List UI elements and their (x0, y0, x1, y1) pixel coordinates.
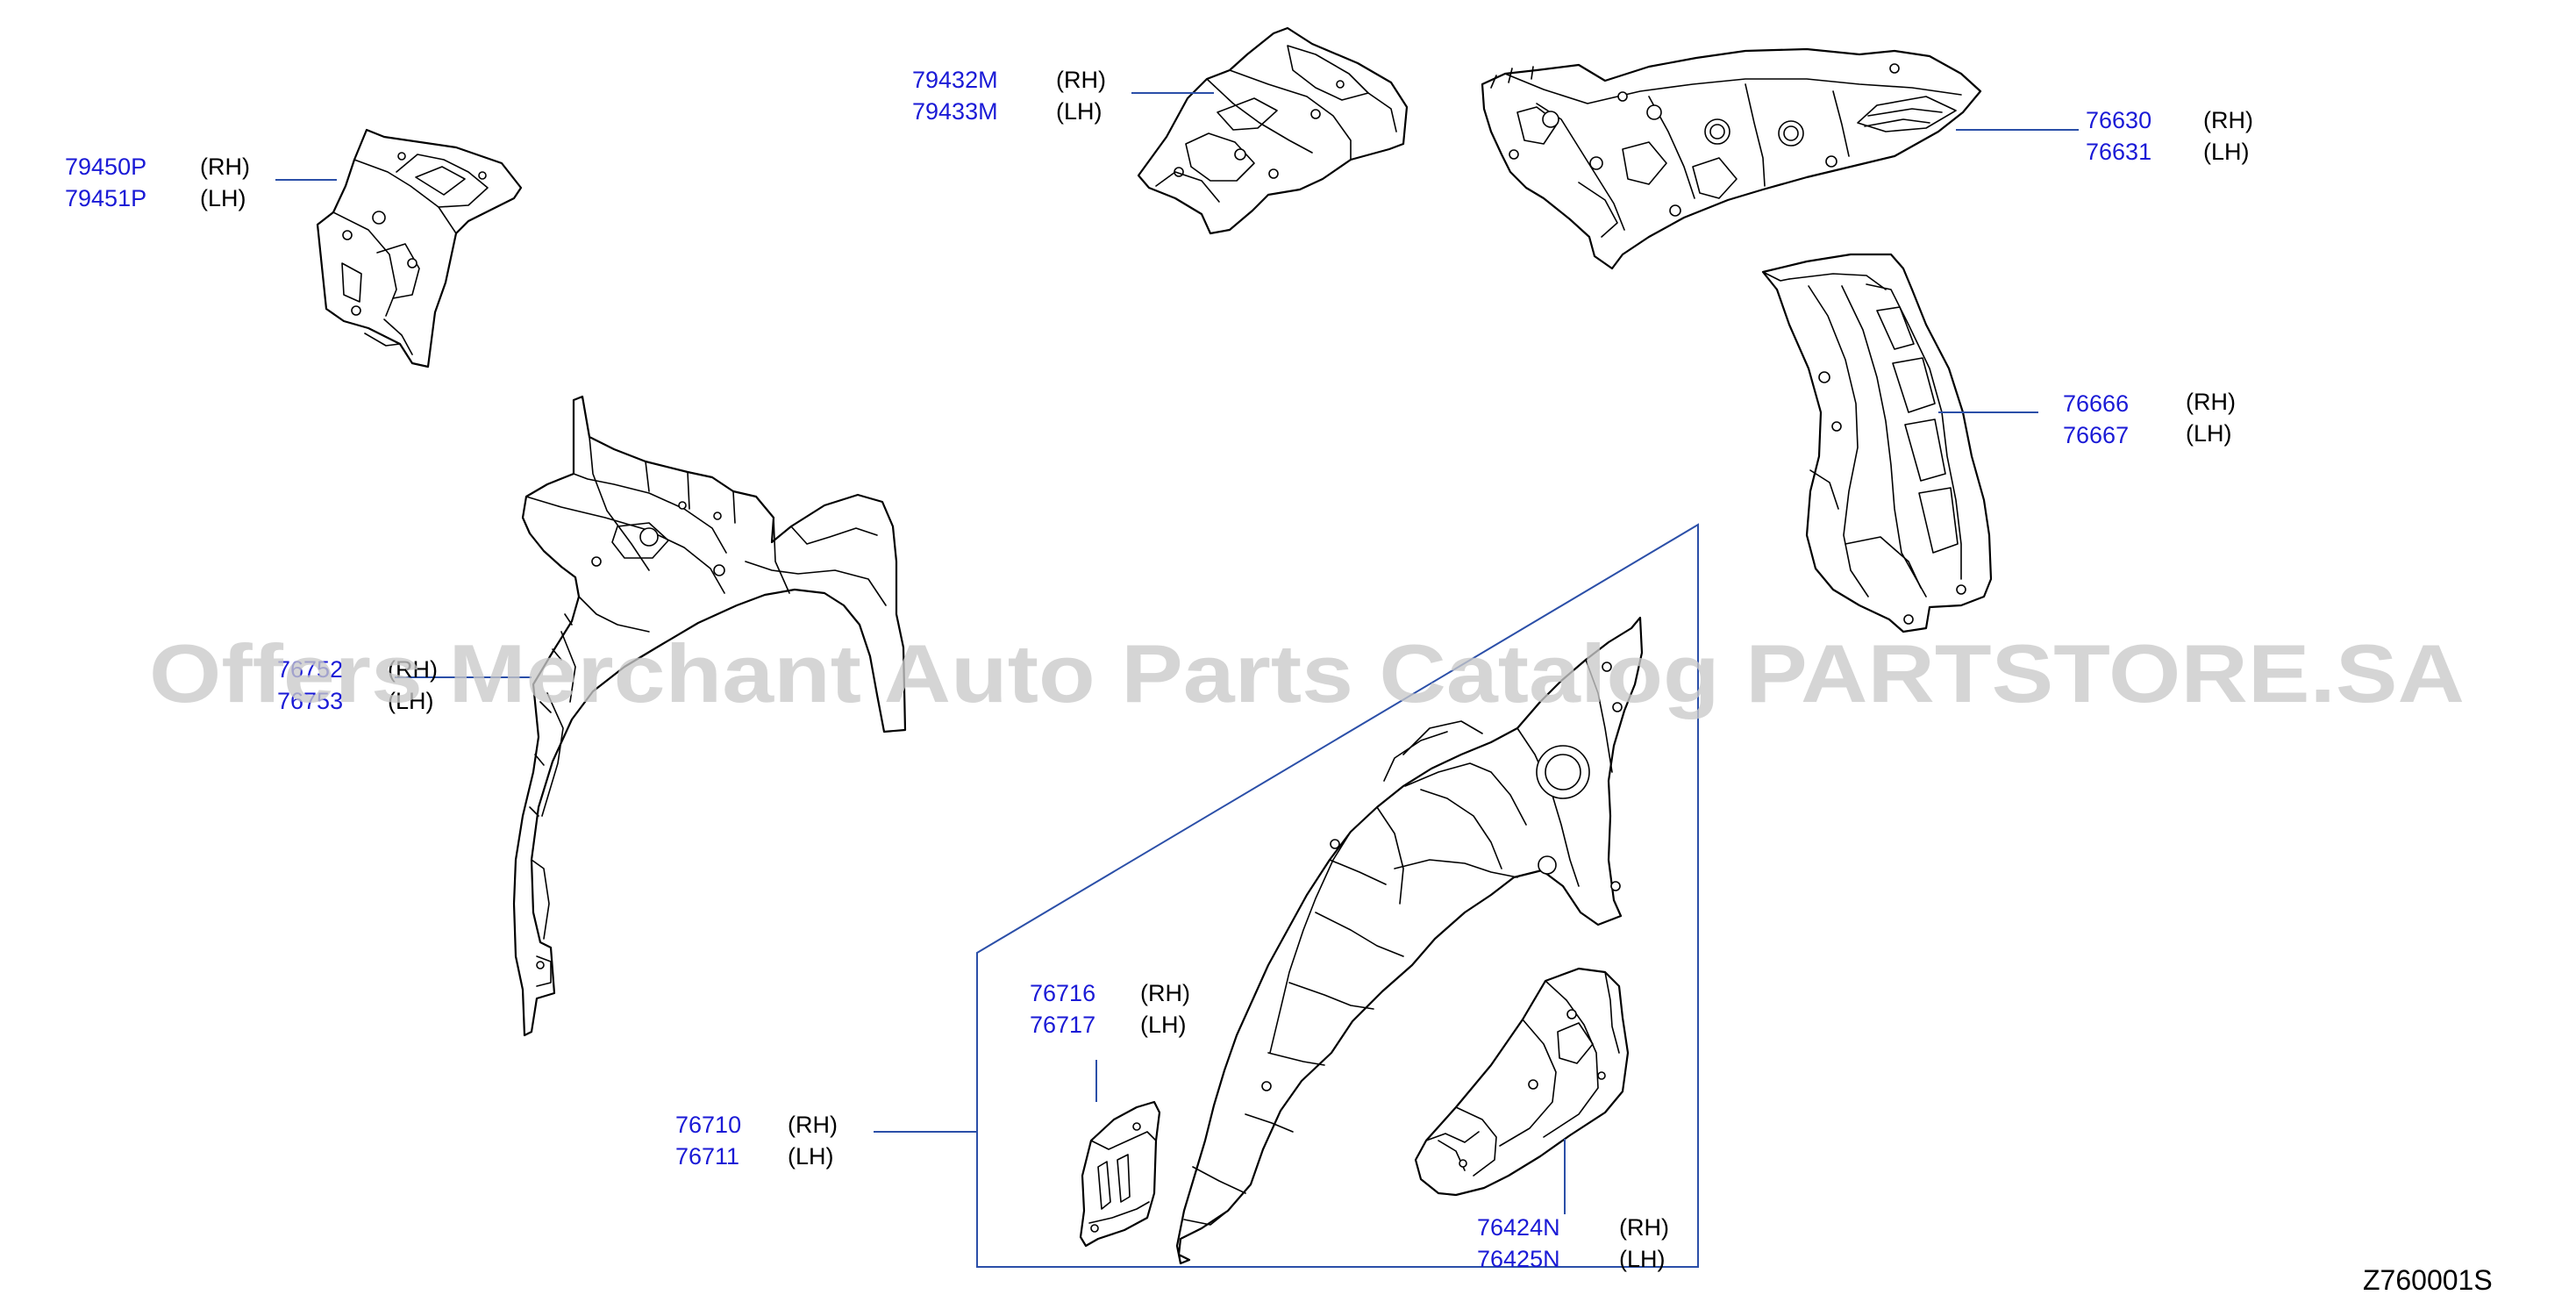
bracket-79432m-illustration[interactable] (1137, 26, 1409, 235)
panel-76630-illustration[interactable] (1481, 47, 1982, 270)
watermark-text: Offers Merchant Auto Parts Catalog PARTS… (149, 627, 2465, 719)
part-number-79432m[interactable]: 79432M (912, 67, 998, 93)
side-rh-79432m: (RH) (1056, 67, 1106, 93)
side-lh-76425n: (LH) (1619, 1246, 1666, 1272)
side-lh-76717: (LH) (1140, 1012, 1187, 1038)
side-rh-76710: (RH) (788, 1112, 838, 1138)
wheelhouse-inner-76752-illustration[interactable] (512, 395, 907, 1037)
side-rh-76716: (RH) (1140, 980, 1190, 1006)
part-number-76711[interactable]: 76711 (675, 1143, 739, 1170)
part-number-76631[interactable]: 76631 (2086, 139, 2151, 165)
support-76424n-illustration[interactable] (1414, 967, 1630, 1197)
side-lh-79433m: (LH) (1056, 98, 1102, 125)
part-number-76752[interactable]: 76752 (277, 656, 343, 683)
pillar-76666-illustration[interactable] (1761, 253, 1993, 633)
side-lh-76753: (LH) (388, 688, 434, 714)
side-rh-76666: (RH) (2186, 389, 2236, 415)
part-number-76666[interactable]: 76666 (2063, 390, 2129, 417)
bracket-76716-illustration[interactable] (1079, 1100, 1161, 1248)
bracket-79450p-illustration[interactable] (316, 128, 523, 368)
part-number-76630[interactable]: 76630 (2086, 107, 2151, 133)
diagram-code: Z760001S (2363, 1264, 2493, 1296)
wheelhouse-outer-76710-illustration[interactable] (1175, 616, 1644, 1265)
part-number-76425n[interactable]: 76425N (1477, 1246, 1560, 1272)
side-rh-76630: (RH) (2203, 107, 2253, 133)
part-number-79450p[interactable]: 79450P (65, 154, 146, 180)
side-lh-76667: (LH) (2186, 420, 2232, 447)
side-lh-76711: (LH) (788, 1143, 834, 1170)
part-number-76424n[interactable]: 76424N (1477, 1214, 1560, 1241)
side-lh-79451p: (LH) (200, 185, 246, 211)
side-rh-79450p: (RH) (200, 154, 250, 180)
part-number-79433m[interactable]: 79433M (912, 98, 998, 125)
part-number-76753[interactable]: 76753 (277, 688, 343, 714)
part-number-79451p[interactable]: 79451P (65, 185, 146, 211)
part-number-76667[interactable]: 76667 (2063, 422, 2129, 448)
side-rh-76752: (RH) (388, 656, 438, 683)
part-number-76710[interactable]: 76710 (675, 1112, 741, 1138)
side-lh-76631: (LH) (2203, 139, 2250, 165)
side-rh-76424n: (RH) (1619, 1214, 1669, 1241)
group-box-76710 (976, 523, 1699, 1268)
part-number-76717[interactable]: 76717 (1030, 1012, 1095, 1038)
part-number-76716[interactable]: 76716 (1030, 980, 1095, 1006)
